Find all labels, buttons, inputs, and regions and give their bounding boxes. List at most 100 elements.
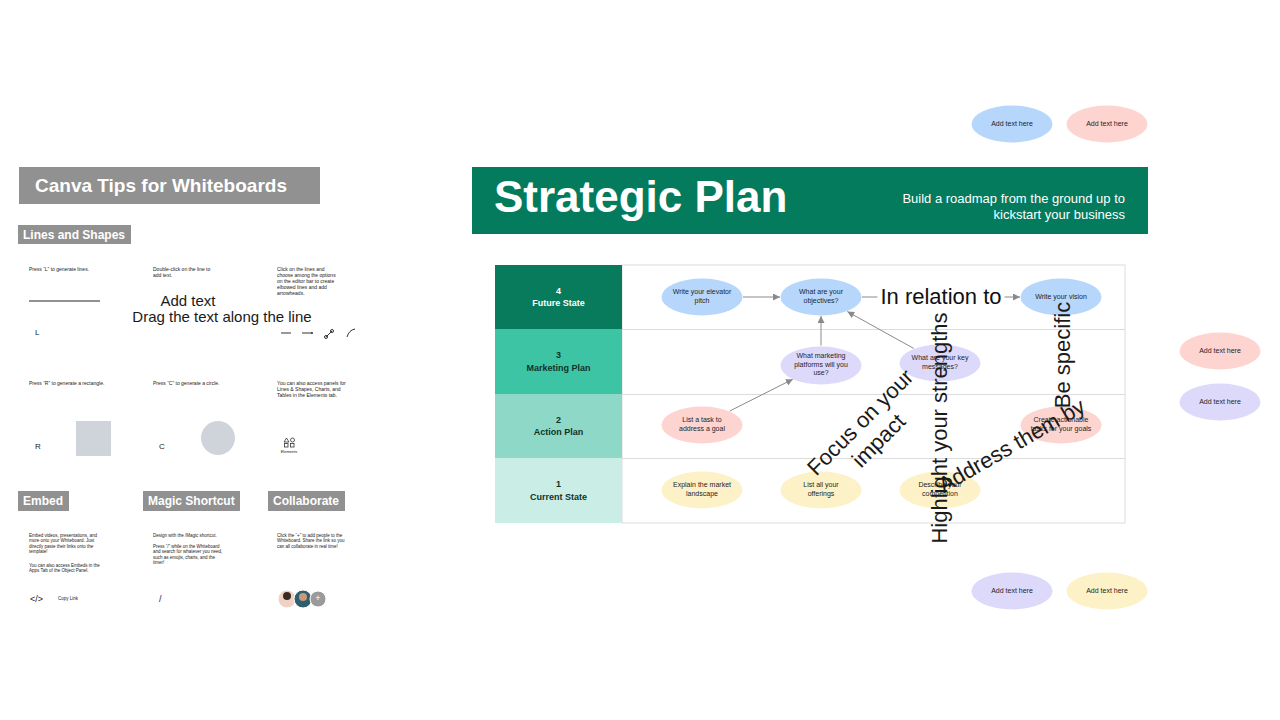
connector-arrow	[730, 379, 793, 411]
section-tab: Embed	[18, 491, 69, 511]
avatar	[294, 590, 312, 608]
oval-text: What are your objectives?	[790, 288, 852, 306]
tip-text: Elements	[274, 450, 304, 455]
oval-outline	[662, 472, 743, 509]
line-icon	[302, 333, 312, 334]
sample-rectangle	[76, 421, 111, 456]
shortcut-key: /	[159, 594, 169, 605]
tab-title: Lines and Shapes	[23, 228, 125, 242]
oval-text: Add text here	[1189, 398, 1251, 407]
row-name: Future State	[532, 297, 585, 309]
overlay-note: Highlight your strengths	[927, 283, 953, 573]
connector-arrow	[821, 316, 822, 346]
oval-outline	[662, 279, 743, 316]
row-name: Current State	[530, 491, 587, 503]
oval-note: Explain the market landscape	[661, 471, 743, 509]
avatar	[283, 592, 291, 600]
row-number: 3	[556, 349, 561, 361]
oval-text: Write your vision	[1030, 293, 1092, 302]
tip-text: Design with the /Magic shortcut.	[153, 533, 223, 538]
tip-text: Press “R” to generate a rectangle.	[29, 380, 129, 386]
oval-note: Write your elevator pitch	[661, 278, 743, 316]
oval-note: Add text here	[971, 572, 1053, 610]
oval-note: List a task to address a goal	[661, 406, 743, 444]
section-tab: Magic Shortcut	[143, 491, 240, 511]
tip-text: Click the “+” to add people to the White…	[277, 533, 349, 549]
tab-title: Magic Shortcut	[148, 494, 235, 508]
connector-arrow	[743, 297, 780, 298]
section-tab: Collaborate	[268, 491, 345, 511]
oval-text: Add text here	[981, 587, 1043, 596]
oval-note: Add text here	[1179, 383, 1261, 421]
page-title: Strategic Plan	[494, 172, 787, 222]
line-icon	[281, 333, 291, 334]
section-tab: Canva Tips for Whiteboards	[19, 167, 320, 204]
oval-text: What marketing platforms will you use?	[790, 352, 852, 378]
add-people-button	[310, 591, 326, 607]
connector-label: In relation to	[877, 284, 1004, 310]
connector-arrow	[847, 312, 913, 349]
tab-title: Collaborate	[273, 494, 339, 508]
shortcut-key: +	[312, 593, 324, 604]
tip-text: Copy Link	[58, 596, 88, 601]
oval-outline	[972, 106, 1053, 143]
shortcut-key: L	[35, 328, 45, 338]
oval-note: Add text here	[1066, 572, 1148, 610]
shortcut-key: Drag the text along the line	[112, 308, 332, 326]
tip-text: Embed videos, presentations, and more on…	[29, 533, 104, 555]
oval-text: Explain the market landscape	[671, 481, 733, 499]
oval-outline	[1180, 333, 1261, 370]
line-icon	[311, 332, 313, 334]
sample-circle	[201, 421, 235, 455]
row-name: Action Plan	[534, 426, 584, 438]
row-label-cell: 1Current State	[495, 458, 622, 523]
elements-icon	[284, 438, 289, 442]
elements-icon	[291, 438, 295, 442]
oval-outline	[1067, 573, 1148, 610]
banner-subtitle: Build a roadmap from the ground up to ki…	[875, 191, 1125, 222]
tab-title: Canva Tips for Whiteboards	[35, 175, 287, 197]
elbow-icon	[325, 336, 328, 339]
oval-outline	[972, 573, 1053, 610]
oval-note: What are your objectives?	[780, 278, 862, 316]
tip-text: Press “C” to generate a circle.	[153, 380, 253, 386]
oval-text: List a task to address a goal	[671, 416, 733, 434]
oval-note: What marketing platforms will you use?	[780, 346, 862, 385]
sample-line	[29, 301, 100, 302]
tab-title: Embed	[23, 494, 63, 508]
row-name: Marketing Plan	[526, 362, 590, 374]
elements-icon	[291, 444, 295, 448]
row-label-cell: 3Marketing Plan	[495, 329, 622, 394]
avatar	[278, 590, 296, 608]
oval-outline	[781, 346, 862, 384]
oval-outline	[1067, 106, 1148, 143]
curve-icon	[347, 329, 355, 337]
oval-note: Add text here	[1066, 105, 1148, 143]
row-number: 4	[556, 285, 561, 297]
tip-text: Click on the lines and choose among the …	[277, 266, 339, 296]
overlay-note: Be specific	[1050, 280, 1076, 430]
tip-text: Press “/” while on the Whiteboard and se…	[153, 544, 225, 566]
shortcut-key: </>	[30, 594, 50, 605]
header-banner: Build a roadmap from the ground up to ki…	[472, 167, 1148, 234]
elbow-icon	[331, 330, 334, 333]
oval-text: Write your elevator pitch	[671, 288, 733, 306]
oval-outline	[1180, 384, 1261, 421]
oval-text: Add text here	[1076, 120, 1138, 129]
shortcut-key: C	[159, 442, 169, 452]
oval-text: List all your offerings	[790, 481, 852, 499]
tip-text: Press “L” to generate lines.	[29, 266, 129, 272]
oval-outline	[781, 279, 862, 316]
row-label-cell: 2Action Plan	[495, 394, 622, 458]
tip-text: Double-click on the line to add text.	[153, 266, 213, 278]
oval-text: Add text here	[981, 120, 1043, 129]
shortcut-key: Add text	[150, 292, 226, 310]
avatar	[299, 593, 307, 601]
oval-text: Add text here	[1076, 587, 1138, 596]
row-label-cell: 4Future State	[495, 265, 622, 329]
section-tab: Lines and Shapes	[18, 225, 131, 244]
row-number: 2	[556, 414, 561, 426]
tip-text: You can also access panels for Lines & S…	[277, 380, 347, 398]
oval-outline	[662, 407, 743, 444]
row-number: 1	[556, 478, 561, 490]
